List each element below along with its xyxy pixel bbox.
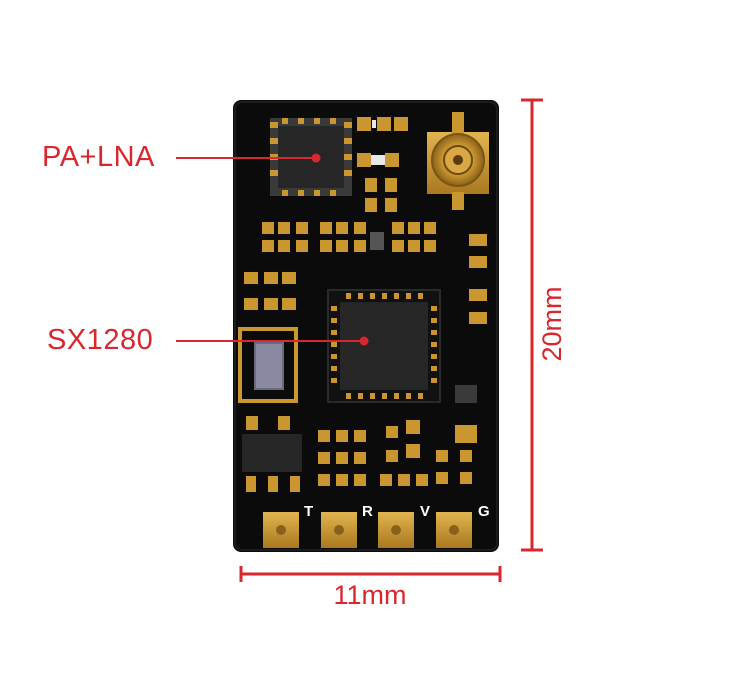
inductor-component (238, 327, 298, 403)
lower-passives (318, 385, 477, 486)
pin-label-v: V (420, 503, 430, 520)
callout-sx1280 (176, 336, 369, 346)
sx1280-label: SX1280 (47, 324, 154, 356)
sx1280-chip (327, 289, 441, 403)
width-label: 11mm (333, 580, 406, 610)
pin-label-t: T (304, 503, 313, 520)
pin-label-g: G (478, 503, 490, 520)
pa-lna-label: PA+LNA (42, 141, 155, 173)
width-dimension (239, 566, 502, 582)
height-dimension (521, 98, 543, 552)
voltage-regulator (242, 416, 302, 492)
pin-label-r: R (362, 503, 373, 520)
passive-components (244, 117, 487, 324)
solder-pads (263, 512, 472, 548)
height-label: 20mm (537, 286, 567, 361)
callout-pa-lna (176, 153, 321, 163)
ufl-antenna-connector (427, 112, 489, 210)
